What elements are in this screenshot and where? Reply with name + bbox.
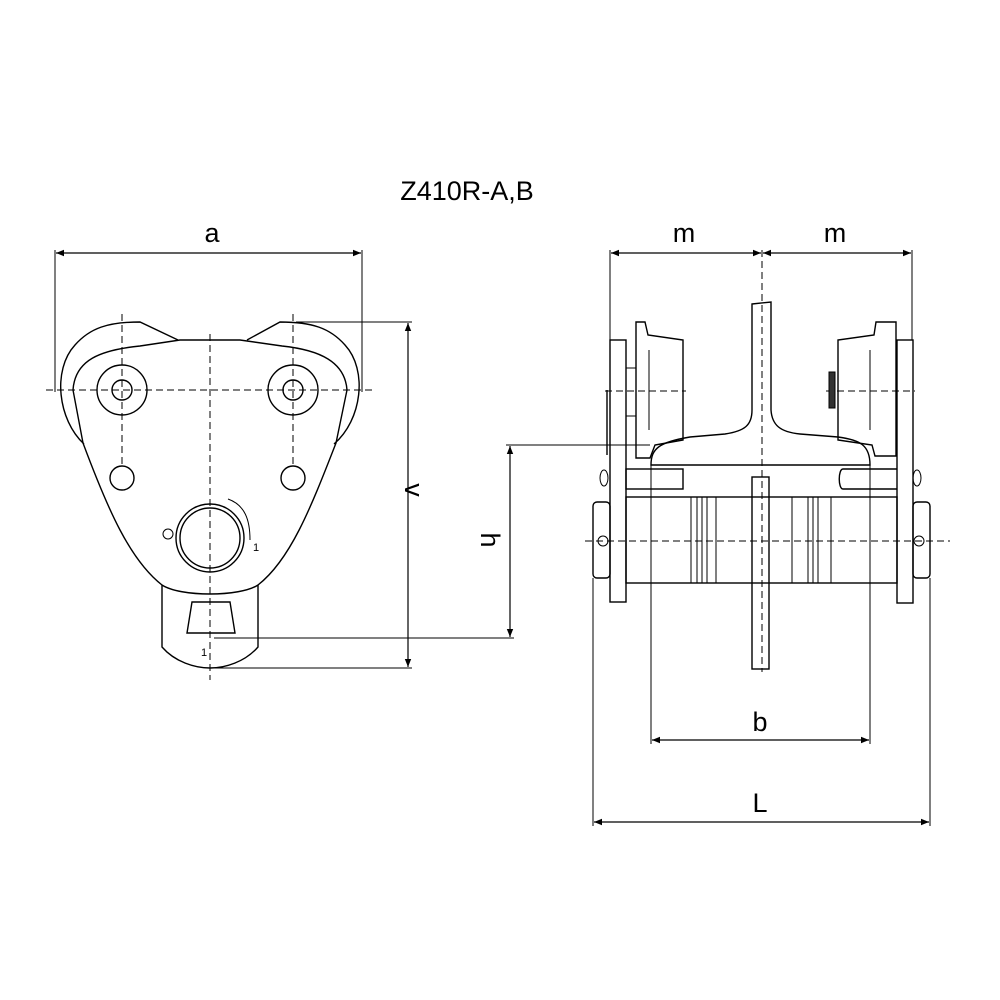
wheel-boss [267, 364, 319, 416]
ring-pin [162, 528, 174, 540]
right-side-plate [896, 339, 914, 604]
bolt-head [912, 469, 922, 487]
axle-drum [625, 496, 898, 584]
left-spacer-bar [625, 468, 684, 490]
left-wheel-lobe [60, 321, 179, 445]
bolt-head [599, 469, 609, 487]
axle-hole [111, 379, 133, 401]
right-wheel-lobe [246, 321, 360, 445]
dimension-a-label: a [204, 218, 220, 248]
right-wheel [837, 321, 897, 457]
hook-mark: 1 [201, 647, 207, 659]
shaft-pin [597, 535, 609, 547]
ring-outer [175, 503, 245, 573]
hook-housing [161, 585, 259, 669]
dimension-L-label: L [752, 788, 767, 818]
dimension-v-label: v [399, 483, 429, 497]
ring-mark: 1 [253, 542, 259, 554]
front-view: a 1 1 v h [46, 218, 650, 680]
hook [186, 601, 236, 634]
left-wheel [635, 321, 684, 459]
drawing-title: Z410R-A,B [400, 176, 534, 206]
load-plate [751, 476, 770, 670]
dimension-b-label: b [752, 707, 767, 737]
bolt-hole [109, 465, 135, 491]
ring-arc [227, 498, 251, 541]
dimension-m-right-label: m [824, 218, 847, 248]
wheel-boss [96, 364, 148, 416]
bolt-hole [280, 465, 306, 491]
dimension-m-left-label: m [673, 218, 696, 248]
ring-inner [179, 507, 241, 569]
left-shaft-end [592, 501, 611, 579]
shaft-pin [913, 535, 925, 547]
drum-grooves [690, 497, 832, 583]
left-side-plate [609, 339, 627, 603]
right-shaft-end [912, 501, 931, 579]
left-wheel-hub [625, 367, 637, 417]
dimension-h-label: h [475, 532, 505, 547]
axle-hole [282, 379, 304, 401]
i-beam [650, 301, 871, 466]
right-spacer-bar [838, 468, 897, 490]
side-view: m m [585, 218, 950, 826]
side-plate [72, 339, 348, 595]
right-wheel-nut [828, 371, 836, 409]
